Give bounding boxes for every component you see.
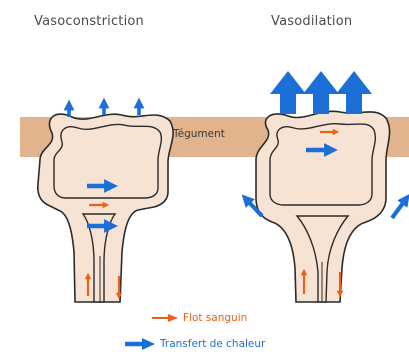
- tegument-label: Tégument: [173, 128, 225, 140]
- vasodilation-title: Vasodilation: [271, 14, 352, 29]
- vasoconstriction-vessel: [38, 114, 173, 302]
- blue-arrow-icon: [124, 337, 156, 351]
- legend-item-blood-flow: Flot sanguin: [151, 312, 247, 324]
- legend-item-heat-transfer: Transfert de chaleur: [124, 337, 265, 351]
- vasoconstriction-title: Vasoconstriction: [34, 14, 144, 29]
- legend-heat-transfer-label: Transfert de chaleur: [160, 338, 265, 350]
- vasodilation-vessel: [256, 111, 390, 302]
- orange-arrow-icon: [151, 313, 179, 323]
- vasoconstriction-heat-arrows-up: [69, 103, 139, 117]
- vasodilation-heat-arrows-up: [270, 71, 372, 114]
- legend-blood-flow-label: Flot sanguin: [183, 312, 247, 324]
